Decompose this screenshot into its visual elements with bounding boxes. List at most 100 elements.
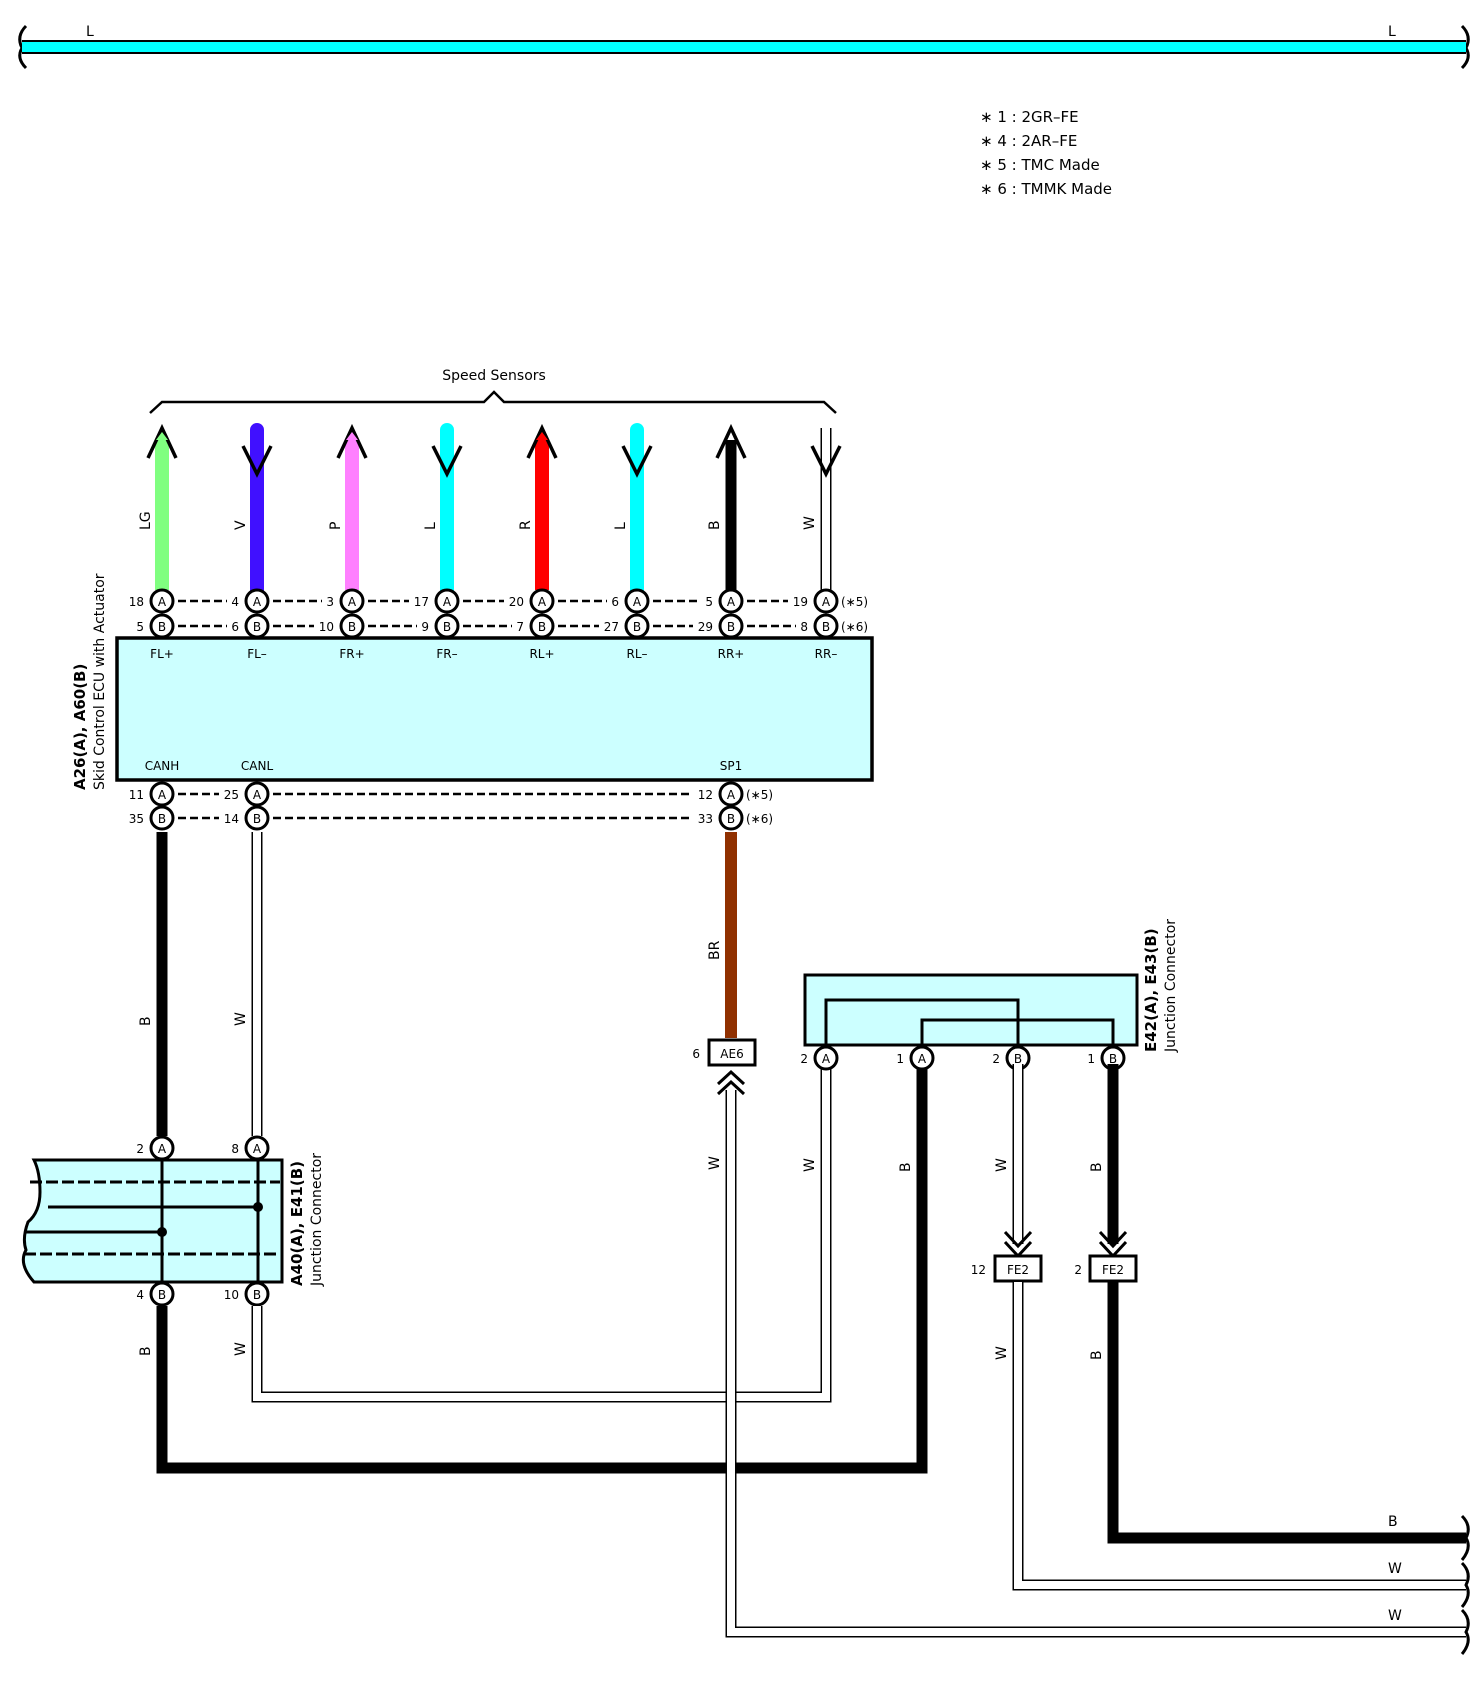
speed-sensor-wires: LGAB185VAB46PAB310LAB179RAB207LAB627BAB5… (129, 423, 868, 639)
terminal-0-pin-a: A (149, 588, 175, 614)
ecu-bottom-0-pin-a-number: 11 (129, 788, 144, 802)
speed-sensors-brace: Speed Sensors (149, 368, 837, 414)
ae6-connector: AE6 6 W (692, 1038, 1466, 1638)
bottom-note-6: (∗6) (746, 812, 773, 826)
right-w2-label: W (1388, 1608, 1402, 1624)
terminal-0-arrow-up-icon (146, 423, 178, 459)
ae6-w-wire (727, 1090, 1466, 1636)
jc1-out-b-label: B (138, 1346, 154, 1356)
terminal-7-pin-a-number: 19 (793, 595, 808, 609)
jc1-pin-a8: A (244, 1135, 270, 1161)
terminal-1-pin-a: A (244, 588, 270, 614)
terminal-2-pin-a: A (339, 588, 365, 614)
jc2-b1-label: B (1089, 1162, 1105, 1172)
ecu-terminal-label-1: FL– (247, 647, 267, 661)
terminal-6-wire-label: B (707, 520, 723, 530)
fe2-b-label: B (1089, 1350, 1105, 1360)
jc1-pin-b4-number: 4 (136, 1288, 144, 1302)
ecu-bottom-2-pin-a-number: 12 (698, 788, 713, 802)
jc2-output-wires: W B W B FE2 12 FE2 2 W B B W W (802, 1064, 1470, 1655)
terminal-1-pin-a-letter: A (253, 595, 262, 609)
can-w-outline (251, 1064, 832, 1403)
top-bus: L L (18, 24, 1470, 70)
ecu-bottom-0-pin-b-number: 35 (129, 812, 144, 826)
jc2-pin-b1-letter: B (1109, 1052, 1117, 1066)
jc2-pin-a1-number: 1 (896, 1052, 904, 1066)
terminal-4-pin-b-number: 7 (516, 620, 524, 634)
ecu-bottom-0-pin-b-letter: B (158, 812, 166, 826)
jc1-pin-b4-letter: B (158, 1288, 166, 1302)
ecu-terminal-label-5: RL– (626, 647, 647, 661)
ecu-bottom-2-pin-a: A (718, 781, 744, 807)
jc1-pin-b10-number: 10 (224, 1288, 239, 1302)
terminal-1-wire-label: V (233, 520, 249, 530)
terminal-0-pin-b-number: 5 (136, 620, 144, 634)
terminal-5-wire-label: L (613, 522, 629, 530)
ecu-terminal-label-3: FR– (436, 647, 457, 661)
terminal-4-wire-label: R (518, 520, 534, 530)
terminal-3-pin-b-letter: B (443, 620, 451, 634)
terminal-3-pin-a: A (434, 588, 460, 614)
junction-connector-e42-e43: E42(A), E43(B) Junction Connector (803, 919, 1179, 1053)
terminal-7-pin-a: A (813, 588, 839, 614)
terminal-4-pin-b-letter: B (538, 620, 546, 634)
jc1-subtitle: Junction Connector (309, 1153, 325, 1287)
ae6-w-label: W (707, 1156, 723, 1170)
speed-sensors-title: Speed Sensors (442, 368, 546, 384)
ae6-box (707, 1038, 757, 1067)
jc1-pin-b4: B (149, 1281, 175, 1307)
sp1-wire-label: BR (707, 940, 723, 960)
jc2-title: E42(A), E43(B) (1142, 928, 1160, 1052)
ecu-bottom-0-pin-b: B (149, 805, 175, 831)
jc1-pin-b10-letter: B (253, 1288, 261, 1302)
terminal-6-pin-b-letter: B (727, 620, 735, 634)
terminal-7-wire-label: W (802, 516, 818, 530)
terminal-1-arrow-down-icon (241, 445, 273, 478)
terminal-6-arrow-up-icon (715, 423, 747, 459)
ecu-terminal-label-2: FR+ (339, 647, 364, 661)
terminal-6-pin-a-number: 5 (705, 595, 713, 609)
terminal-3-pin-b: B (434, 613, 460, 639)
terminal-1-pin-b: B (244, 613, 270, 639)
jc2-box (803, 973, 1139, 1047)
terminal-4-pin-b: B (529, 613, 555, 639)
terminal-7-arrow-down-icon (810, 445, 842, 478)
jc1-pin-a2-letter: A (158, 1142, 167, 1156)
jc2-pin-b2-number: 2 (992, 1052, 1000, 1066)
ecu-bottom-1-pin-a: A (244, 781, 270, 807)
jc2-subtitle: Junction Connector (1163, 919, 1179, 1053)
terminal-0-pin-b: B (149, 613, 175, 639)
terminal-0-pin-a-letter: A (158, 595, 167, 609)
ecu-title: A26(A), A60(B) (71, 664, 89, 790)
can-w-wire (253, 1064, 830, 1401)
fe2-pin-1: 12 (971, 1263, 986, 1277)
jc1-pin-a8-letter: A (253, 1142, 262, 1156)
terminal-6-pin-a-letter: A (727, 595, 736, 609)
jc2-pin-b2-letter: B (1014, 1052, 1022, 1066)
ecu-box (115, 636, 874, 782)
legend-item-5: ∗ 5 : TMC Made (980, 156, 1100, 174)
jc1-pin-a2: A (149, 1135, 175, 1161)
jc2-a1-label: B (898, 1162, 914, 1172)
terminal-7-pin-b: B (813, 613, 839, 639)
ecu-terminal-label-0: FL+ (150, 647, 174, 661)
ecu-bottom-0-pin-a: A (149, 781, 175, 807)
ecu-lower-wires: B W BR (138, 832, 737, 1136)
terminal-3-pin-a-letter: A (443, 595, 452, 609)
ecu-bottom-0-pin-a-letter: A (158, 788, 167, 802)
terminal-4-pin-a-letter: A (538, 595, 547, 609)
terminal-3-wire-label: L (423, 522, 439, 530)
legend-item-1: ∗ 1 : 2GR–FE (980, 108, 1079, 126)
ecu-bottom-2-label: SP1 (720, 759, 743, 773)
terminal-3-arrow-down-icon (431, 445, 463, 478)
top-bus-right-label: L (1388, 24, 1396, 40)
terminal-0-pin-a-number: 18 (129, 595, 144, 609)
terminal-7-pin-b-letter: B (822, 620, 830, 634)
terminal-5-pin-b-number: 27 (604, 620, 619, 634)
terminal-5-arrow-down-icon (621, 445, 653, 478)
fe2-box-2 (1088, 1254, 1138, 1283)
